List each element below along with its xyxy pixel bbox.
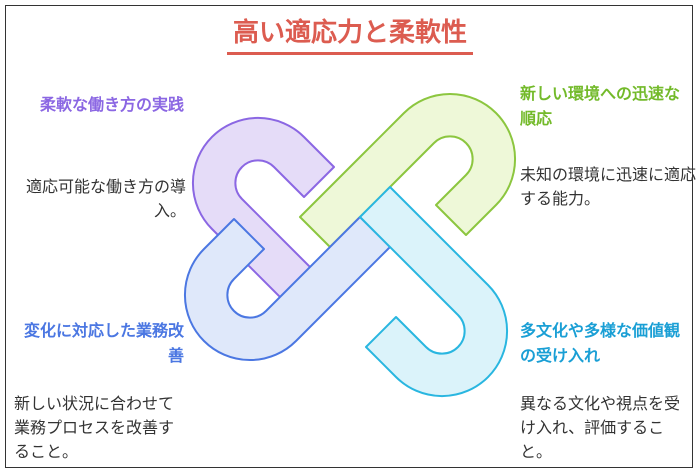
text-diversity-acceptance: 異なる文化や視点を受け入れ、評価すること。 (520, 394, 681, 461)
loop-blue (183, 216, 391, 362)
diagram-frame (5, 5, 693, 468)
text-process-improvement: 新しい状況に合わせて業務プロセスを改善すること。 (14, 394, 175, 461)
title-text: 高い適応力と柔軟性 (226, 12, 473, 55)
heading-process-improvement: 変化に対応した業務改善 (23, 321, 184, 365)
loop-cyan (359, 186, 509, 398)
text-rapid-adaptation: 未知の環境に迅速に適応する能力。 (520, 165, 697, 208)
text-flexible-work: 適応可能な働き方の導入。 (25, 177, 186, 220)
heading-flexible-work: 柔軟な働き方の実践 (39, 95, 184, 114)
loop-purple (191, 116, 361, 318)
loop-green (299, 92, 517, 248)
page-title: 高い適応力と柔軟性 (0, 12, 700, 55)
heading-diversity-acceptance: 多文化や多様な価値観の受け入れ (520, 321, 681, 365)
heading-rapid-adaptation: 新しい環境への迅速な順応 (520, 84, 681, 128)
